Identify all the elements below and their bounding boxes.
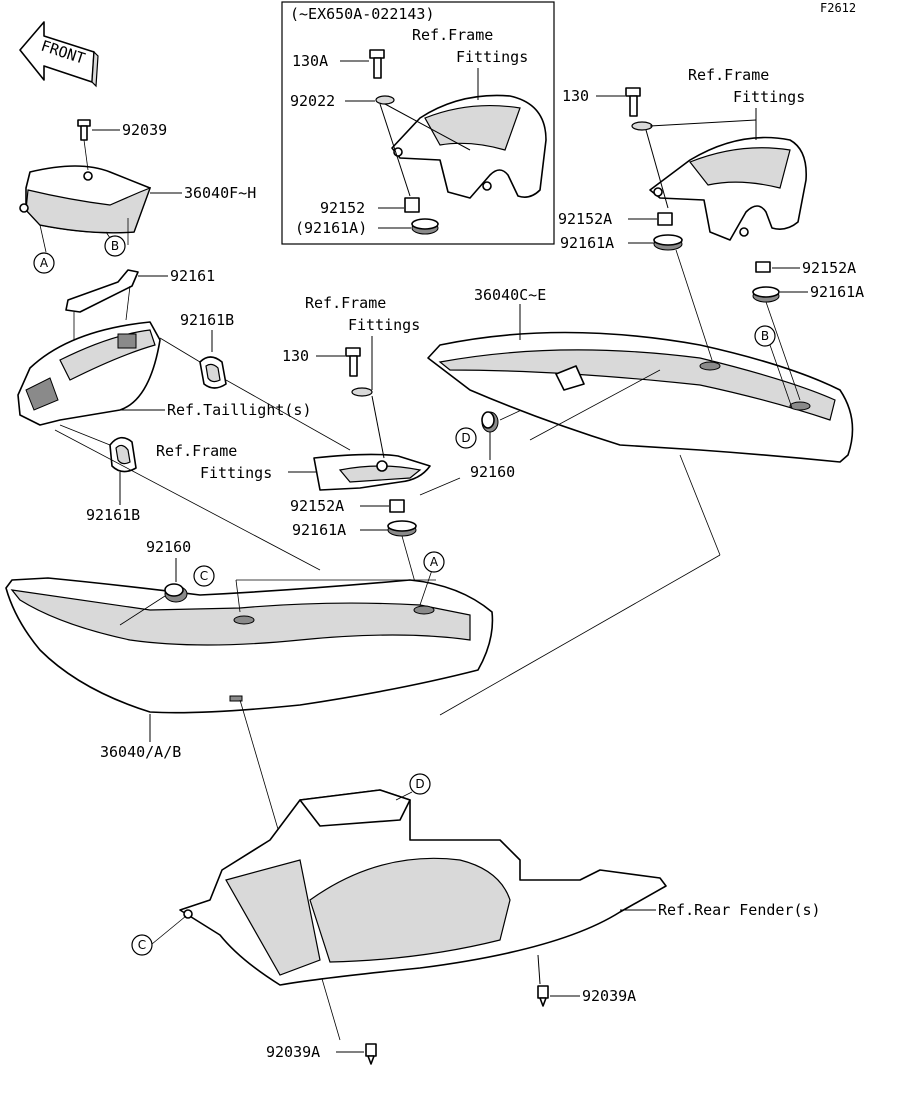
figure-code: F2612	[820, 1, 856, 15]
washer-right	[631, 121, 653, 131]
part-92161B-bottom-grommet	[109, 436, 137, 473]
part-130-mid-bolt	[345, 347, 361, 377]
label-92022: 92022	[290, 92, 335, 110]
label-92161B-bottom: 92161B	[86, 506, 140, 524]
svg-text:A: A	[40, 256, 49, 270]
collar-92152A-right1	[657, 212, 673, 226]
label-ref-frame-inset-2: Fittings	[456, 48, 528, 66]
label-130A: 130A	[292, 52, 328, 70]
collar-92152A-right2	[755, 261, 771, 273]
svg-text:C: C	[138, 938, 146, 952]
part-36040CE-side-cover	[427, 331, 854, 463]
label-ref-rear-fender: Ref.Rear Fender(s)	[658, 901, 821, 919]
label-130-mid: 130	[282, 347, 309, 365]
label-92039A-left: 92039A	[266, 1043, 320, 1061]
label-92161B-top: 92161B	[180, 311, 234, 329]
inset-grab-rail	[391, 94, 547, 199]
svg-text:A: A	[430, 555, 439, 569]
label-92039: 92039	[122, 121, 167, 139]
callout-c-bottom: C	[131, 934, 153, 956]
part-grab-rail-right	[649, 136, 807, 241]
grommet-92161A-mid	[387, 520, 417, 537]
part-36040AB-side-cover	[5, 577, 494, 714]
label-ref-frame-mid-2: Fittings	[348, 316, 420, 334]
label-92161: 92161	[170, 267, 215, 285]
label-ref-frame-left-1: Ref.Frame	[156, 442, 237, 460]
front-arrow-icon: FRONT	[19, 21, 99, 88]
label-92160-mid: 92160	[470, 463, 515, 481]
callout-a-mid: A	[423, 551, 445, 573]
svg-text:D: D	[415, 777, 424, 791]
label-92161A-right1: 92161A	[560, 234, 614, 252]
label-130-right: 130	[562, 87, 589, 105]
label-ref-frame-inset-1: Ref.Frame	[412, 26, 493, 44]
callout-c-left: C	[193, 565, 215, 587]
inset-grommet-92161A	[411, 218, 439, 235]
label-36040FH: 36040F~H	[184, 184, 256, 202]
label-92160-left: 92160	[146, 538, 191, 556]
label-36040AB: 36040/A/B	[100, 743, 181, 761]
part-36040FH-cover	[19, 165, 152, 234]
callout-d-mid: D	[455, 427, 477, 449]
part-frame-fitting-mid	[313, 453, 431, 491]
part-130-right-bolt	[625, 87, 641, 117]
label-92161A-right2: 92161A	[810, 283, 864, 301]
label-92161A-inset: (92161A)	[295, 219, 367, 237]
part-92039A-left-clip	[365, 1043, 377, 1065]
washer-mid	[351, 387, 373, 397]
callout-d-bottom: D	[409, 773, 431, 795]
svg-text:C: C	[200, 569, 208, 583]
label-92161A-mid: 92161A	[292, 521, 346, 539]
grommet-92161A-right1	[653, 234, 683, 251]
callout-b-top: B	[104, 235, 126, 257]
part-92160-left-grommet	[164, 583, 188, 603]
label-92152A-mid: 92152A	[290, 497, 344, 515]
svg-text:B: B	[111, 239, 119, 253]
part-92039-clip	[77, 119, 91, 141]
part-92161-bracket	[65, 269, 139, 313]
label-92152-inset: 92152	[320, 199, 365, 217]
label-ref-taillight: Ref.Taillight(s)	[167, 401, 312, 419]
label-92152A-right1: 92152A	[558, 210, 612, 228]
svg-text:B: B	[761, 329, 769, 343]
label-ref-frame-right-1: Ref.Frame	[688, 66, 769, 84]
label-ref-frame-left-2: Fittings	[200, 464, 272, 482]
part-rear-fender	[179, 789, 667, 986]
label-36040CE: 36040C~E	[474, 286, 546, 304]
inset-washer-92022	[375, 95, 395, 105]
inset-title: (~EX650A-022143)	[290, 5, 435, 23]
inset-collar-92152	[404, 197, 420, 213]
callout-a-top: A	[33, 252, 55, 274]
part-taillight-housing	[17, 321, 161, 426]
collar-92152A-mid	[389, 499, 405, 513]
label-92152A-right2: 92152A	[802, 259, 856, 277]
label-ref-frame-right-2: Fittings	[733, 88, 805, 106]
svg-text:D: D	[461, 431, 470, 445]
label-ref-frame-mid-1: Ref.Frame	[305, 294, 386, 312]
callout-b-right: B	[754, 325, 776, 347]
label-92039A-right: 92039A	[582, 987, 636, 1005]
inset-box	[281, 1, 555, 245]
part-92039A-right-clip	[537, 985, 549, 1007]
part-92161B-top-grommet	[199, 356, 227, 389]
inset-bolt-130A	[369, 49, 385, 79]
part-92160-mid-grommet	[481, 411, 499, 433]
grommet-92161A-right2	[752, 286, 780, 303]
